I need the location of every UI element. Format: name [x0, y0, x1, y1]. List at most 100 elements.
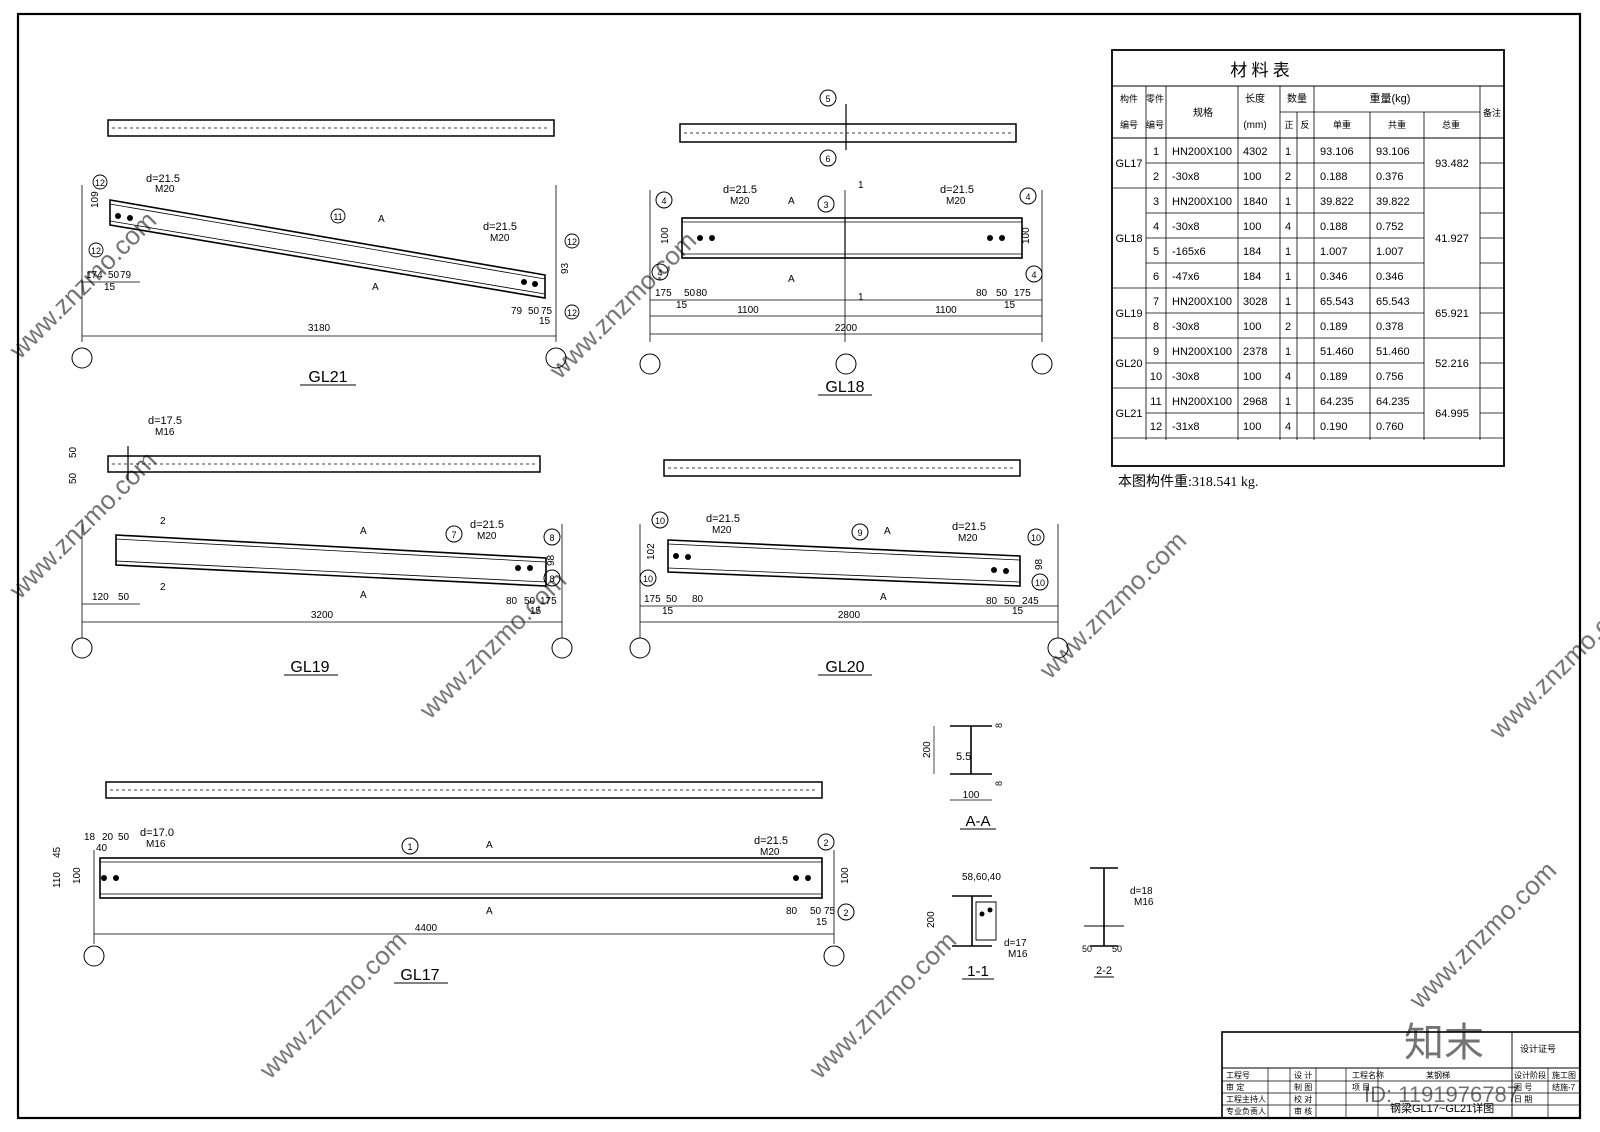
gl20-part-plate-4: 10: [1035, 578, 1045, 588]
gl20-bolt-right: M20: [958, 533, 978, 544]
gl18-part-6: 6: [825, 154, 830, 164]
gl19-section-bot: 2: [160, 582, 166, 593]
table-cell-qty: 1: [1285, 271, 1291, 283]
gl19-dim-l2: 50: [118, 592, 130, 603]
gl18-part-plate-2: 4: [657, 268, 662, 278]
table-cell-total: 0.756: [1376, 371, 1404, 383]
gl18-height-right: 100: [1021, 227, 1032, 244]
tb-stage-value-2: 结施-7: [1552, 1082, 1576, 1092]
gl20-plan-strip: [663, 459, 1021, 477]
tb-stage-label-3: 日 期: [1514, 1095, 1532, 1104]
gl18-hole-left: d=21.5: [723, 184, 757, 196]
gl17-plan-strip: [105, 781, 823, 799]
table-cell-spec: -30x8: [1172, 221, 1200, 233]
gl17-dim-r2: 50: [810, 906, 822, 917]
table-cell-spec: -30x8: [1172, 371, 1200, 383]
table-cell-spec: -165x6: [1172, 246, 1206, 258]
gl19-dim-r3: 175: [540, 596, 557, 607]
gl20-title: GL20: [825, 659, 864, 676]
drawing-gl21: 174 50 79 15 79 50 75 15 109 93 d=21.5 M…: [71, 119, 580, 386]
gl21-part-plate-4: 12: [567, 308, 577, 318]
watermark-6: www.znzmo.com: [252, 925, 412, 1085]
gl19-hole: d=21.5: [470, 519, 504, 531]
tb-mid-label: 制 图: [1294, 1082, 1312, 1092]
gl17-bolt-left: M16: [146, 839, 166, 850]
gl20-dim-l3: 80: [692, 594, 704, 605]
gl21-dim-r4: 15: [539, 316, 551, 327]
gl21-part-plate-1: 12: [95, 178, 105, 188]
gl17-dim-r4: 15: [816, 917, 828, 928]
sec-11-hole: d=17: [1004, 938, 1027, 949]
tb-left-label: 工程主持人: [1226, 1094, 1266, 1104]
tb-stage-label-2: 图 号: [1514, 1083, 1532, 1092]
gl19-height-right: 98: [546, 554, 557, 566]
gl21-dim-r2: 50: [528, 306, 540, 317]
gl20-part-plate-1: 10: [655, 516, 665, 526]
gl21-hole-b: d=21.5: [483, 221, 517, 233]
table-cell-part: 11: [1150, 396, 1161, 408]
gl17-hole-left: d=17.0: [140, 827, 174, 839]
gl17-height-left: 100: [72, 867, 83, 884]
gl18-section-bot: 1: [858, 292, 864, 303]
gl20-dim-r2: 50: [1004, 596, 1016, 607]
tb-mid-label: 设 计: [1294, 1070, 1312, 1080]
gl19-bolt-top: M16: [155, 427, 175, 438]
table-cell-total: 0.378: [1376, 321, 1404, 333]
gl17-side-2: 45: [52, 846, 63, 858]
table-cell-total: 51.460: [1376, 346, 1410, 358]
table-cell-unit: 0.189: [1320, 371, 1348, 383]
gl18-dim-l2: 50: [684, 288, 696, 299]
table-cell-len: 184: [1243, 246, 1261, 258]
hdr-total: 共重: [1388, 119, 1406, 130]
tb-stage-value-1: 施工图: [1552, 1070, 1576, 1080]
drawing-gl20: d=21.5 M20 d=21.5 M20 A A 9 10 10 10 10 …: [629, 459, 1069, 676]
gl18-plan-strip: [679, 123, 1017, 143]
gl20-dim-r1: 80: [986, 596, 998, 607]
gl19-section-a-bot: A: [360, 590, 367, 601]
tb-proj-label: 工程名称: [1352, 1070, 1384, 1080]
gl17-beam: [99, 857, 823, 899]
gl21-height-left: 109: [90, 191, 101, 208]
gl17-dim-r3: 75: [824, 906, 836, 917]
gl21-beam: [109, 199, 546, 299]
table-cell-len: 4302: [1243, 146, 1267, 158]
gl19-beam: [115, 534, 547, 587]
gl17-section-bot: A: [486, 906, 493, 917]
table-cell-total: 64.235: [1376, 396, 1410, 408]
gl21-bolt-a: M20: [155, 184, 175, 195]
hdr-part-2: 编号: [1146, 119, 1164, 130]
hdr-unit: 单重: [1333, 119, 1351, 130]
table-cell-qty: 4: [1285, 221, 1291, 233]
drawing-gl17: 18 20 50 40 d=17.0 M16 d=21.5 M20 110 45…: [52, 781, 855, 984]
material-total-note: 本图构件重:318.541 kg.: [1118, 474, 1258, 490]
hdr-remark: 备注: [1483, 107, 1501, 118]
gl18-part-5: 5: [825, 94, 830, 104]
tb-project-name: 某钢梯: [1426, 1070, 1450, 1080]
table-cell-spec: HN200X100: [1172, 196, 1232, 208]
gl21-dim-r3: 75: [541, 306, 553, 317]
gl20-height-left: 102: [646, 543, 657, 560]
table-cell-total: 1.007: [1376, 246, 1404, 258]
gl20-dim-r4: 15: [1012, 606, 1024, 617]
table-cell-total: 0.760: [1376, 421, 1404, 433]
watermark-logo: 知末: [1404, 1021, 1484, 1065]
table-cell-part: 10: [1150, 371, 1162, 383]
sec-aa-tf1: 8: [994, 723, 1004, 728]
table-cell-total: 93.106: [1376, 146, 1410, 158]
gl18-dim-r2: 50: [996, 288, 1008, 299]
watermarks: www.znzmo.com www.znzmo.com www.znzmo.co…: [2, 205, 1600, 1107]
table-cell-part: 4: [1153, 221, 1159, 233]
table-cell-spec: HN200X100: [1172, 396, 1232, 408]
gl18-height-left: 100: [660, 227, 671, 244]
gl18-part-plate-3: 4: [1025, 192, 1030, 202]
gl17-dim-tl2: 20: [102, 832, 114, 843]
hdr-sum: 总重: [1442, 119, 1460, 130]
gl18-part-plate-4: 4: [1031, 270, 1036, 280]
gl20-hole-right: d=21.5: [952, 521, 986, 533]
sec-11-h: 200: [926, 911, 937, 928]
sec-11-bolt: M16: [1008, 949, 1028, 960]
gl18-half-left: 1100: [737, 305, 759, 316]
gl21-part-plate-3: 12: [567, 237, 577, 247]
gl21-plan-strip: [107, 119, 555, 137]
